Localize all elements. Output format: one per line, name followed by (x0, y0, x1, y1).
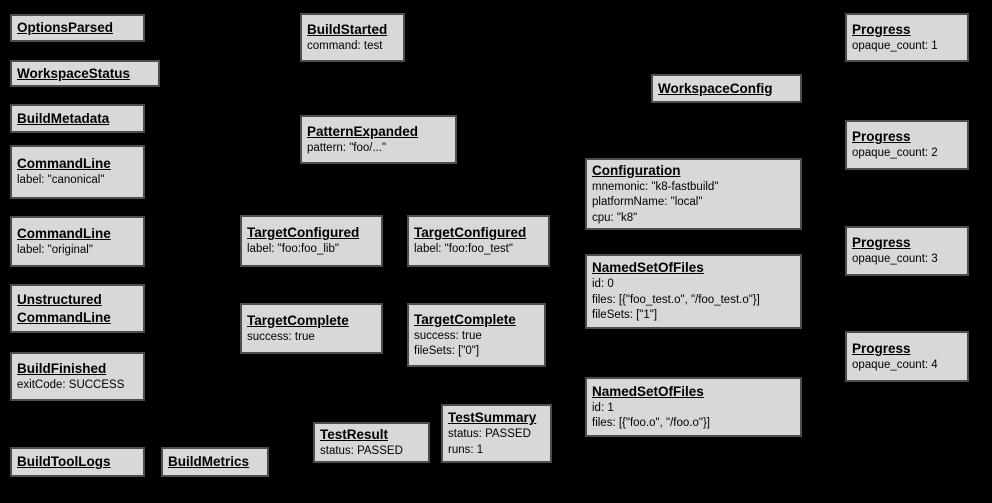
node-line: id: 1 (592, 401, 614, 414)
node-title-line-2: CommandLine (17, 309, 111, 325)
node-line: status: PASSED (448, 428, 531, 440)
node-target-configured-foo-test: TargetConfigured label: "foo:foo_test" (407, 215, 550, 267)
node-configuration: Configuration mnemonic: "k8-fastbuild" p… (585, 158, 802, 230)
node-line: mnemonic: "k8-fastbuild" (592, 180, 719, 193)
node-build-tool-logs: BuildToolLogs (10, 447, 145, 477)
node-build-metadata: BuildMetadata (10, 104, 145, 133)
node-command-line-original: CommandLine label: "original" (10, 216, 145, 267)
node-title: WorkspaceConfig (658, 80, 773, 96)
node-target-configured-foo-lib: TargetConfigured label: "foo:foo_lib" (240, 215, 383, 267)
node-line: runs: 1 (448, 443, 484, 456)
node-line: exitCode: SUCCESS (17, 378, 125, 391)
node-line: label: "foo:foo_test" (414, 243, 513, 256)
node-build-started: BuildStarted command: test (300, 13, 405, 62)
node-title: TargetComplete (414, 311, 516, 327)
node-build-metrics: BuildMetrics (161, 447, 269, 477)
node-line: opaque_count: 3 (852, 253, 938, 266)
node-options-parsed: OptionsParsed (10, 14, 145, 42)
node-title: TestResult (320, 426, 389, 442)
node-line: fileSets: ["0"] (414, 345, 480, 357)
node-line: success: true (414, 329, 482, 342)
node-target-complete-foo-test: TargetComplete success: true fileSets: [… (407, 303, 546, 367)
node-command-line-canonical: CommandLine label: "canonical" (10, 145, 145, 199)
node-line: files: [{"foo_test.o", "/foo_test.o"}] (592, 293, 760, 306)
node-title: Progress (852, 235, 911, 251)
node-test-summary: TestSummary status: PASSED runs: 1 (441, 404, 552, 463)
node-title: CommandLine (17, 225, 111, 241)
node-line: command: test (307, 39, 383, 52)
node-title: BuildFinished (17, 360, 107, 376)
node-line: label: "foo:foo_lib" (247, 243, 339, 256)
node-line: pattern: "foo/..." (307, 141, 387, 154)
node-line: success: true (247, 330, 315, 343)
node-line: fileSets: ["1"] (592, 309, 658, 322)
node-named-set-of-files-0: NamedSetOfFiles id: 0 files: [{"foo_test… (585, 254, 802, 329)
node-title: WorkspaceStatus (17, 65, 131, 81)
node-test-result: TestResult status: PASSED (313, 422, 430, 463)
node-workspace-config: WorkspaceConfig (651, 74, 802, 103)
node-target-complete-foo-lib: TargetComplete success: true (240, 303, 383, 354)
node-line: opaque_count: 4 (852, 358, 938, 371)
node-title: Configuration (592, 162, 681, 178)
node-line: opaque_count: 2 (852, 147, 938, 160)
node-title: BuildToolLogs (17, 454, 111, 469)
node-build-finished: BuildFinished exitCode: SUCCESS (10, 352, 145, 401)
node-title: NamedSetOfFiles (592, 260, 704, 276)
node-progress-3: Progress opaque_count: 3 (845, 226, 969, 276)
node-title: BuildStarted (307, 21, 388, 37)
node-title: OptionsParsed (17, 20, 114, 35)
node-title: Unstructured (17, 291, 102, 307)
node-title: Progress (852, 340, 911, 356)
node-title: TargetConfigured (247, 225, 360, 241)
node-progress-1: Progress opaque_count: 1 (845, 13, 969, 62)
node-named-set-of-files-1: NamedSetOfFiles id: 1 files: [{"foo.o", … (585, 377, 802, 437)
node-line: status: PASSED (320, 444, 403, 457)
node-line: platformName: "local" (592, 196, 703, 209)
node-line: label: "canonical" (17, 174, 105, 187)
node-title: Progress (852, 21, 911, 37)
node-progress-4: Progress opaque_count: 4 (845, 331, 969, 382)
node-title: TargetComplete (247, 312, 349, 328)
node-progress-2: Progress opaque_count: 2 (845, 120, 969, 170)
node-title: PatternExpanded (307, 123, 419, 139)
node-line: id: 0 (592, 278, 614, 291)
node-line: label: "original" (17, 243, 93, 256)
node-title: Progress (852, 129, 911, 145)
node-line: files: [{"foo.o", "/foo.o"}] (592, 417, 710, 429)
node-title: BuildMetrics (168, 454, 250, 469)
node-pattern-expanded: PatternExpanded pattern: "foo/..." (300, 115, 457, 164)
node-line: cpu: "k8" (592, 211, 638, 224)
node-title: CommandLine (17, 156, 111, 172)
node-title: TargetConfigured (414, 225, 527, 241)
node-title: BuildMetadata (17, 110, 110, 126)
node-title: NamedSetOfFiles (592, 383, 704, 399)
node-unstructured-command-line: Unstructured CommandLine (10, 284, 145, 333)
node-title: TestSummary (448, 410, 537, 425)
node-workspace-status: WorkspaceStatus (10, 60, 160, 87)
node-line: opaque_count: 1 (852, 39, 938, 52)
